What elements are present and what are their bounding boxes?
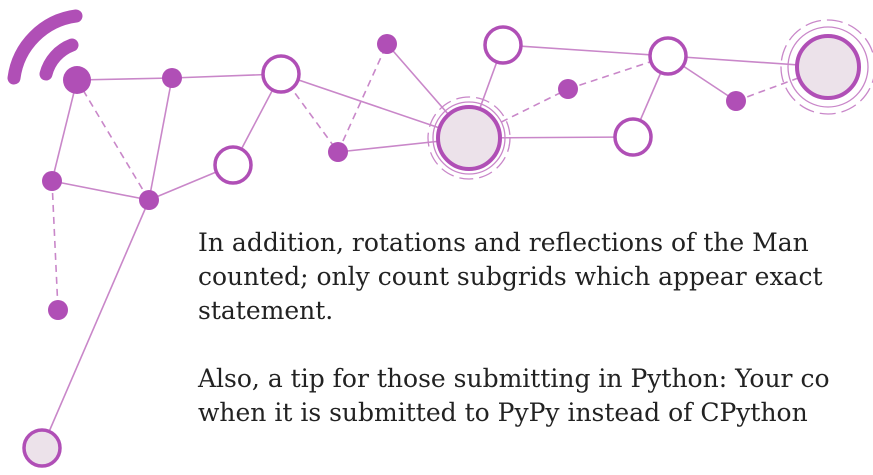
- wifi-signal-icon: [7, 9, 83, 85]
- body-paragraph: In addition, rotations and reflections o…: [198, 226, 873, 328]
- graph-node: [328, 142, 348, 162]
- paragraph-line: statement.: [198, 296, 334, 325]
- graph-edge: [51, 180, 150, 201]
- graph-node: [48, 300, 68, 320]
- graph-node-hollow: [213, 145, 253, 185]
- graph-edge: [51, 79, 78, 182]
- graph-edge: [76, 77, 173, 81]
- graph-edge: [502, 44, 669, 57]
- graph-edge-dashed: [51, 180, 59, 311]
- paragraph-line: Also, a tip for those submitting in Pyth…: [198, 364, 830, 393]
- graph-edge-dashed: [735, 66, 829, 102]
- graph-edge: [41, 199, 150, 449]
- graph-node-hollow: [613, 117, 653, 157]
- graph-edge: [280, 73, 470, 139]
- graph-edge-dashed: [76, 79, 150, 201]
- graph-node: [726, 91, 746, 111]
- graph-node: [139, 190, 159, 210]
- graph-node: [558, 79, 578, 99]
- graph-node: [377, 34, 397, 54]
- paragraph-line: counted; only count subgrids which appea…: [198, 262, 823, 291]
- paragraph-line: when it is submitted to PyPy instead of …: [198, 398, 808, 427]
- paragraph-line: In addition, rotations and reflections o…: [198, 228, 809, 257]
- graph-node-hollow: [648, 36, 688, 76]
- graph-node: [42, 171, 62, 191]
- graph-hub-node: [780, 19, 873, 115]
- body-paragraph: Also, a tip for those submitting in Pyth…: [198, 362, 873, 430]
- graph-node: [63, 66, 91, 94]
- graph-node: [162, 68, 182, 88]
- graph-edge: [148, 77, 173, 201]
- graph-node-light: [22, 428, 62, 468]
- graph-hub-node: [427, 96, 511, 180]
- graph-edge-dashed: [337, 43, 388, 153]
- graph-node-hollow: [261, 54, 301, 94]
- graph-node-hollow: [483, 25, 523, 65]
